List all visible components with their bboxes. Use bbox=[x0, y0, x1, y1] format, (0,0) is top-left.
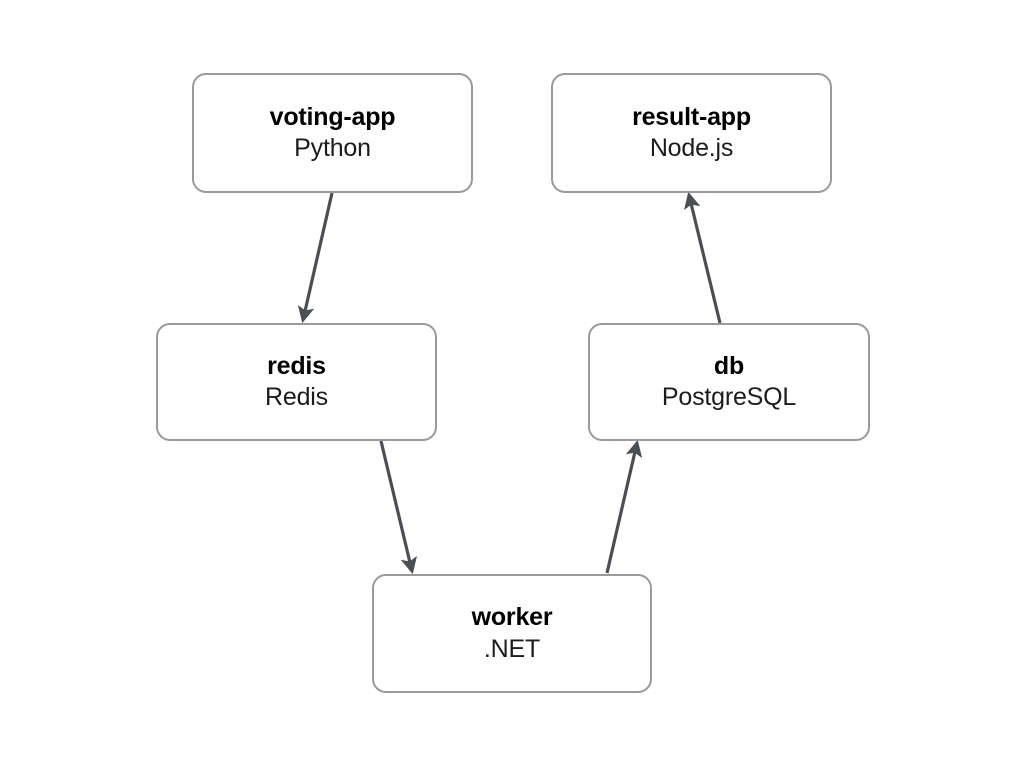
node-title: voting-app bbox=[269, 102, 396, 131]
node-redis[interactable]: redis Redis bbox=[156, 323, 437, 441]
node-title: result-app bbox=[632, 102, 751, 131]
node-title: redis bbox=[267, 351, 326, 380]
node-voting-app[interactable]: voting-app Python bbox=[192, 73, 473, 193]
node-title: worker bbox=[471, 603, 553, 631]
edge-redis-to-worker bbox=[379, 440, 417, 575]
node-subtitle: .NET bbox=[483, 634, 541, 663]
edge-voting-app-to-redis bbox=[297, 192, 334, 324]
edge-worker-to-db bbox=[605, 439, 643, 574]
edge-db-to-result-app bbox=[684, 191, 722, 324]
node-subtitle: Redis bbox=[265, 383, 328, 411]
node-subtitle: Node.js bbox=[649, 134, 734, 162]
node-subtitle: PostgreSQL bbox=[661, 383, 797, 411]
node-result-app[interactable]: result-app Node.js bbox=[551, 73, 832, 193]
node-title: db bbox=[713, 351, 745, 380]
node-worker[interactable]: worker .NET bbox=[372, 574, 652, 693]
node-db[interactable]: db PostgreSQL bbox=[588, 323, 870, 441]
node-subtitle: Python bbox=[294, 134, 371, 162]
